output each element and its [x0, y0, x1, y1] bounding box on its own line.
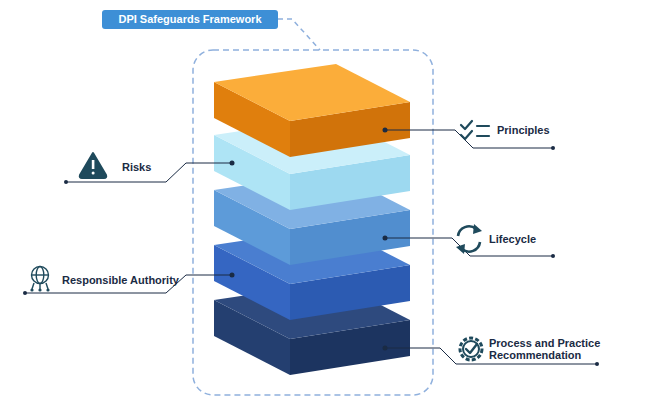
list-line [477, 135, 489, 137]
globe-outline [32, 267, 49, 284]
layer-label: Risks [122, 161, 151, 173]
checklist-icon [461, 121, 489, 139]
check-mark [461, 131, 472, 139]
globe-equator [32, 274, 49, 275]
warning-icon [80, 153, 107, 178]
dashed-frame [193, 50, 433, 395]
dashed-connector [278, 19, 320, 50]
layer-label: Responsible Authority [62, 274, 179, 286]
slab-top-face [214, 64, 410, 121]
leader-dot [595, 362, 599, 366]
leader-dot [551, 254, 555, 258]
leader-dot [230, 273, 235, 278]
leader-dot [383, 346, 388, 351]
network-line [39, 284, 40, 290]
network-line [46, 283, 48, 289]
leader-dot [383, 128, 388, 133]
layer-label: Lifecycle [489, 233, 536, 245]
warning-bar [92, 160, 95, 169]
leader-dot [64, 180, 68, 184]
warning-dot [92, 172, 95, 175]
globe-icon [32, 267, 49, 290]
check-mark [461, 121, 472, 129]
cycle-arrowhead [473, 224, 482, 234]
layer-label: Process and Practice Recommendation [489, 337, 611, 361]
leader-dot [383, 236, 388, 241]
leader-line [25, 275, 232, 293]
list-line [477, 125, 489, 127]
network-line [32, 283, 34, 289]
leader-dot [230, 161, 235, 166]
leader-dot [23, 291, 27, 295]
leader-dot [551, 146, 555, 150]
layer-label: Principles [497, 124, 550, 136]
cycle-arrowhead [456, 244, 465, 254]
gear-ring [463, 341, 479, 357]
network-node [30, 288, 33, 291]
network-node [38, 288, 41, 291]
gear-check [466, 344, 477, 353]
gear-teeth [460, 338, 482, 360]
network-node [46, 288, 49, 291]
title-pill: DPI Safeguards Framework [102, 10, 278, 29]
